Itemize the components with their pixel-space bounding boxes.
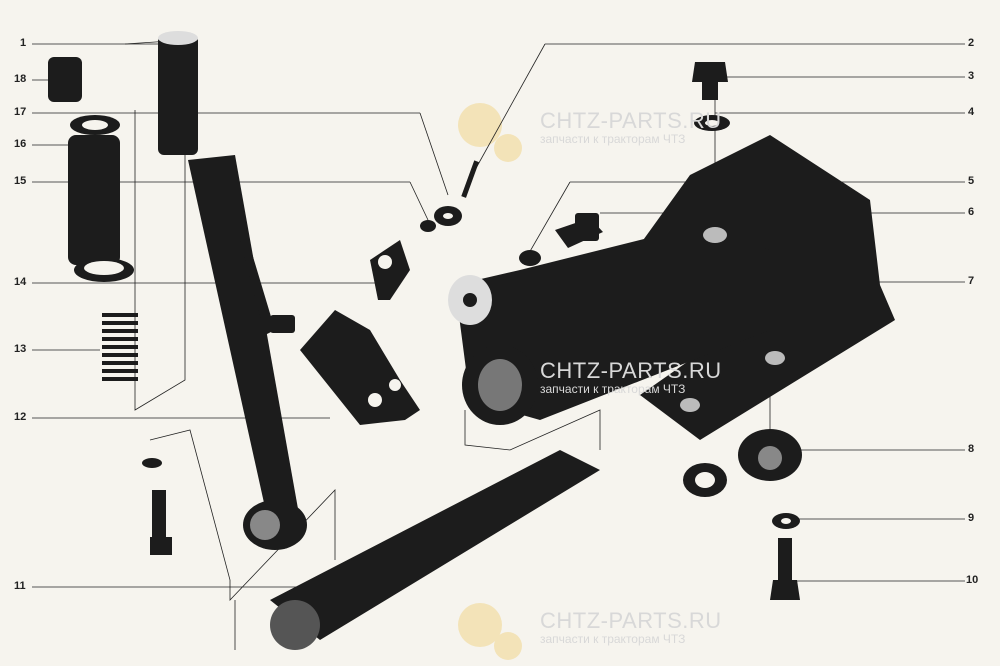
watermark: CHTZ-PARTS.RU запчасти к тракторам ЧТЗ	[540, 608, 722, 646]
watermark-gear-icon	[458, 103, 522, 660]
callout-label: 12	[14, 411, 27, 423]
callout-label: 2	[968, 37, 975, 49]
callout-label: 10	[966, 574, 979, 586]
watermark-title: CHTZ-PARTS.RU	[540, 358, 722, 383]
callout-label: 8	[968, 443, 975, 455]
watermark-subtitle: запчасти к тракторам ЧТЗ	[540, 382, 686, 396]
callout-label: 9	[968, 512, 975, 524]
callout-label: 18	[14, 73, 27, 85]
watermark-title: CHTZ-PARTS.RU	[540, 608, 722, 633]
callout-label: 17	[14, 106, 27, 118]
callout-label: 16	[14, 138, 27, 150]
callout-label: 4	[968, 106, 975, 118]
callout-label: 13	[14, 343, 27, 355]
watermark-subtitle: запчасти к тракторам ЧТЗ	[540, 132, 686, 146]
parts	[48, 31, 895, 650]
watermark-subtitle: запчасти к тракторам ЧТЗ	[540, 632, 686, 646]
callout-label: 1	[20, 37, 27, 49]
callout-label: 7	[968, 275, 975, 287]
callout-label: 3	[968, 70, 975, 82]
callout-label: 5	[968, 175, 975, 187]
callout-label: 11	[14, 580, 26, 592]
watermark-title: CHTZ-PARTS.RU	[540, 108, 722, 133]
callout-label: 14	[14, 276, 27, 288]
watermark: CHTZ-PARTS.RU запчасти к тракторам ЧТЗ	[540, 108, 722, 146]
callout-label: 15	[14, 175, 27, 187]
watermark: CHTZ-PARTS.RU запчасти к тракторам ЧТЗ	[540, 358, 722, 396]
callout-label: 6	[968, 206, 975, 218]
